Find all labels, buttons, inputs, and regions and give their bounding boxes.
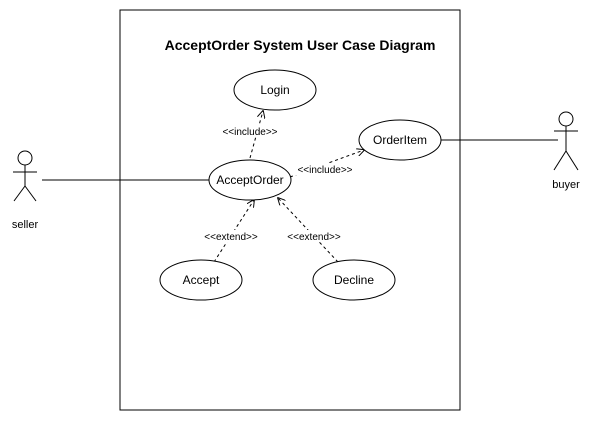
actor-seller-head-icon <box>17 150 33 166</box>
actor-buyer-head-icon <box>558 111 574 127</box>
use-case-decline[interactable]: Decline <box>312 259 396 301</box>
use-case-acceptorder-label: AcceptOrder <box>216 173 283 187</box>
include-orderitem-label-bg <box>294 163 356 175</box>
extend-decline-label-bg <box>283 230 345 242</box>
extend-accept-label-bg <box>200 230 262 242</box>
use-case-orderitem[interactable]: OrderItem <box>358 119 442 161</box>
actor-buyer[interactable]: buyer <box>552 111 580 191</box>
use-case-login[interactable]: Login <box>233 69 317 111</box>
extend-decline-label: <<extend>> <box>287 232 341 243</box>
extend-accept-label: <<extend>> <box>204 232 258 243</box>
actor-buyer-label: buyer <box>552 179 580 191</box>
use-case-login-label: Login <box>260 83 289 97</box>
diagram-title: AcceptOrder System User Case Diagram <box>165 37 436 53</box>
actor-seller-label: seller <box>12 219 39 231</box>
include-login-label: <<include>> <box>222 127 277 138</box>
use-case-decline-label: Decline <box>334 273 374 287</box>
use-case-orderitem-label: OrderItem <box>373 133 427 147</box>
actor-seller[interactable]: seller <box>12 150 39 231</box>
system-boundary <box>119 9 461 411</box>
use-case-acceptorder[interactable]: AcceptOrder <box>208 159 292 201</box>
use-case-accept[interactable]: Accept <box>159 259 243 301</box>
include-orderitem-label: <<include>> <box>297 165 352 176</box>
include-login-label-bg <box>219 125 281 137</box>
use-case-accept-label: Accept <box>183 273 220 287</box>
